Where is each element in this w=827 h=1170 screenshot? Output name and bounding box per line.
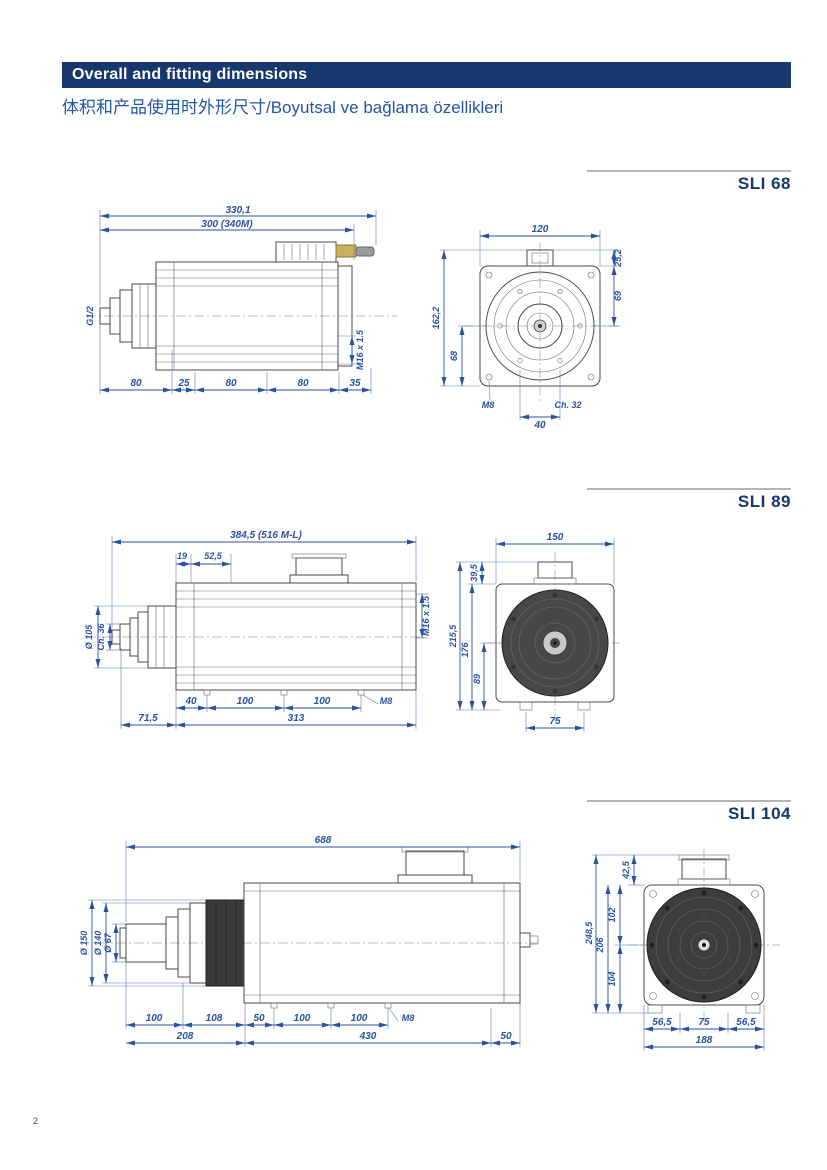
sli68-side-body <box>155 261 353 371</box>
dim-front-width: 120 <box>532 224 549 235</box>
dim-bottom-5: 35 <box>349 378 361 389</box>
dim-total-height: 215,5 <box>448 624 458 649</box>
dim-body-height: 206 <box>595 937 605 954</box>
dim-bottom-1: 56,5 <box>652 1017 672 1028</box>
sli104-front-connector <box>677 854 731 886</box>
sli89-side-connector <box>289 553 349 584</box>
sli89-front-dimensions: 150 39,5 215,5 176 89 75 <box>448 532 615 732</box>
dim-thread-g12: G1/2 <box>85 306 95 326</box>
dim-bottom-1: 40 <box>184 696 197 707</box>
dim-bottom-3: 80 <box>225 378 237 389</box>
dim-total-height: 248,5 <box>584 921 594 946</box>
dim-chamfer: Ch. 32 <box>554 400 581 410</box>
section-title: Overall and fitting dimensions <box>72 66 308 83</box>
sli68-side-dimensions: 330,1 300 (340M) G1/2 M16 x 1.5 80 25 80… <box>85 205 377 394</box>
dim-bottom-5: 100 <box>351 1013 368 1024</box>
sli89-side-dimensions: 384,5 (516 M-L) 19 52,5 M16 x 1.5 Ø 105 … <box>84 530 431 729</box>
dim-208: 208 <box>176 1031 194 1042</box>
dim-lower-height: 68 <box>449 351 459 361</box>
sli104-side-spindle <box>119 899 245 987</box>
sli68-front-view-drawing: 120 25,2 69 162,2 68 M8 Ch. 32 40 <box>431 224 623 431</box>
sli104-side-connector <box>397 846 473 884</box>
sli89-side-view-drawing: 384,5 (516 M-L) 19 52,5 M16 x 1.5 Ø 105 … <box>84 530 431 729</box>
side-fitting <box>519 932 531 948</box>
dim-overall-length: 330,1 <box>225 205 250 216</box>
sli104-front-body <box>643 884 765 1014</box>
dim-offset-19: 19 <box>177 551 187 561</box>
dim-overall-length: 688 <box>315 835 332 846</box>
dim-lower-height: 89 <box>472 674 482 684</box>
dim-430: 430 <box>359 1031 377 1042</box>
dim-front-width: 150 <box>547 532 564 543</box>
dim-hole-m8: M8 <box>402 1013 415 1023</box>
dim-connector-height: 25,2 <box>613 249 623 268</box>
dim-thread-m16: M16 x 1.5 <box>355 329 365 370</box>
dim-diameter-67: Ø 67 <box>103 932 113 953</box>
dim-connector-height: 42,5 <box>621 860 631 880</box>
model-label-sli104: SLI 104 <box>587 800 791 824</box>
dim-inner-width: 40 <box>533 420 546 431</box>
dim-bottom-3: 50 <box>253 1013 265 1024</box>
dim-bottom-2: 108 <box>206 1013 223 1024</box>
dim-hole-m8: M8 <box>380 696 393 706</box>
dim-50: 50 <box>500 1031 512 1042</box>
dim-offset-71: 71,5 <box>138 713 158 724</box>
dim-bottom-4: 80 <box>297 378 309 389</box>
dim-span-313: 313 <box>288 713 305 724</box>
dim-hole-m8: M8 <box>482 400 495 410</box>
sli68-side-spindle <box>99 283 157 349</box>
dim-offset-52: 52,5 <box>204 551 223 561</box>
dim-overall-length: 384,5 (516 M-L) <box>230 530 302 541</box>
dim-upper-height: 69 <box>613 291 623 301</box>
sli68-side-view-drawing: 330,1 300 (340M) G1/2 M16 x 1.5 80 25 80… <box>85 205 398 394</box>
sli104-side-dimensions: 688 Ø 150 Ø 140 Ø 67 <box>79 835 521 1047</box>
dim-bottom-3: 56,5 <box>736 1017 756 1028</box>
cable-gland <box>335 244 357 258</box>
dim-thread-m16: M16 x 1.5 <box>421 595 431 636</box>
dim-bottom-4: 100 <box>294 1013 311 1024</box>
dim-chamfer-36: Ch. 36 <box>96 623 106 651</box>
sli89-front-view-drawing: 150 39,5 215,5 176 89 75 <box>448 532 620 732</box>
dim-diameter-105: Ø 105 <box>84 624 94 650</box>
dim-diameter-150: Ø 150 <box>79 931 89 956</box>
sli89-front-body <box>495 583 615 711</box>
dim-connector-height: 39,5 <box>469 563 479 582</box>
dim-bottom-1: 80 <box>130 378 142 389</box>
sli68-side-connector <box>275 241 375 263</box>
dim-bottom-3: 100 <box>314 696 331 707</box>
dim-body-height: 176 <box>460 642 470 658</box>
dim-body-length: 300 (340M) <box>201 219 253 230</box>
dim-bottom-1: 100 <box>146 1013 163 1024</box>
dim-upper-height: 102 <box>607 907 617 922</box>
dim-diameter-140: Ø 140 <box>93 931 103 956</box>
sli104-side-body <box>243 882 539 1009</box>
dim-total-height: 162,2 <box>431 307 441 330</box>
model-label-sli89: SLI 89 <box>587 488 791 512</box>
dim-bottom-2: 75 <box>698 1017 710 1028</box>
sli104-side-view-drawing: 688 Ø 150 Ø 140 Ø 67 <box>79 835 539 1047</box>
page-number: 2 <box>33 1116 39 1126</box>
model-label-sli68: SLI 68 <box>587 170 791 194</box>
dim-feet-width: 75 <box>549 716 561 727</box>
section-subtitle: 体积和产品使用时外形尺寸/Boyutsal ve bağlama özellik… <box>62 98 504 117</box>
sli104-front-view-drawing: 42,5 248,5 206 102 104 56,5 75 56,5 188 <box>584 849 780 1051</box>
dim-bottom-2: 100 <box>237 696 254 707</box>
dim-lower-height: 104 <box>607 971 617 986</box>
sli68-front-connector <box>526 249 554 267</box>
section-header-bar: Overall and fitting dimensions <box>62 62 791 88</box>
dim-front-width: 188 <box>696 1035 713 1046</box>
sli104-front-dimensions: 42,5 248,5 206 102 104 56,5 75 56,5 188 <box>584 854 765 1051</box>
sli68-front-dimensions: 120 25,2 69 162,2 68 M8 Ch. 32 40 <box>431 224 623 431</box>
dim-bottom-2: 25 <box>177 378 190 389</box>
sli89-front-connector <box>533 561 577 585</box>
sli89-side-body <box>175 582 417 696</box>
